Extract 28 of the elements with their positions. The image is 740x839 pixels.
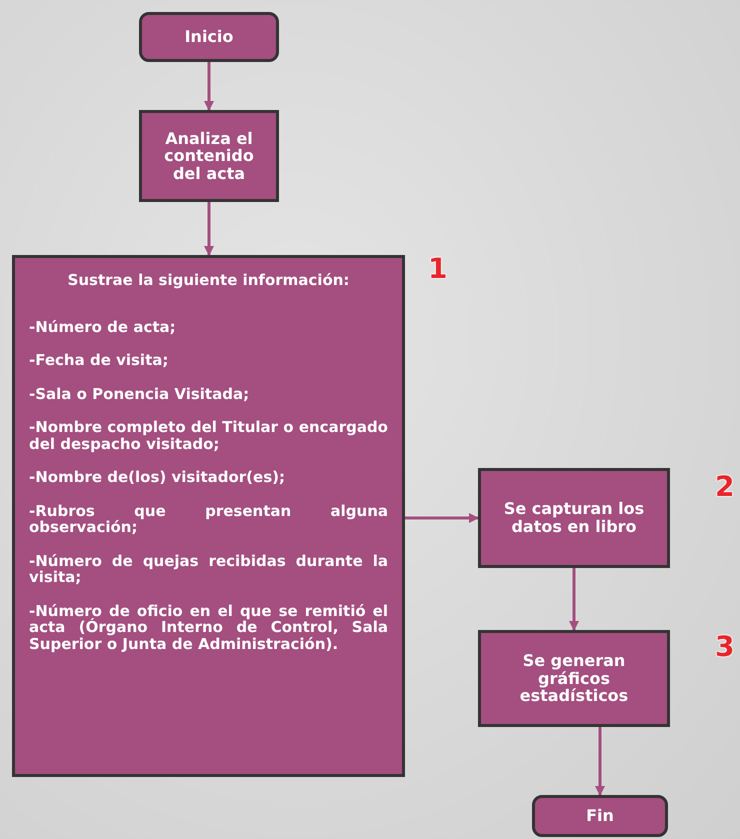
arrow [204,62,214,111]
step-number: 2 [715,470,734,503]
list-item: -Nombre completo del Titular o encargado del despacho visitado; [29,419,388,452]
node-label: Analiza el contenido del acta [163,130,255,182]
node-label: Se generan gráficos estadísticos [518,652,630,705]
arrow [595,727,605,796]
list-item: -Rubros que presentan alguna observación; [29,502,388,536]
list-item: -Número de oficio en el que se remitió el acta (Órgano Interno de Control, Sala Superior o Junta de Administración). [29,602,388,652]
process-box [139,110,279,202]
step-number: 3 [715,630,734,663]
node-label: Sustrae la siguiente información: [66,272,350,288]
arrow [405,513,479,523]
list-item: -Número de quejas recibidas durante la visita; [29,552,388,586]
list-item: -Fecha de visita; [29,352,170,368]
terminal-box [532,795,668,837]
terminal-box [139,12,279,62]
node-label: Inicio [184,28,234,46]
list-item: -Sala o Ponencia Visitada; [29,386,250,402]
list-item: -Número de acta; [29,318,177,335]
step-number: 1 [428,252,448,285]
arrow [204,202,214,256]
list-item: -Nombre de(los) visitador(es); [29,469,286,486]
node-label: Se capturan los datos en libro [502,500,646,536]
arrow [569,568,579,631]
process-box [478,630,670,727]
process-box [478,468,670,568]
node-label: Fin [586,807,614,825]
list-box [12,255,405,777]
